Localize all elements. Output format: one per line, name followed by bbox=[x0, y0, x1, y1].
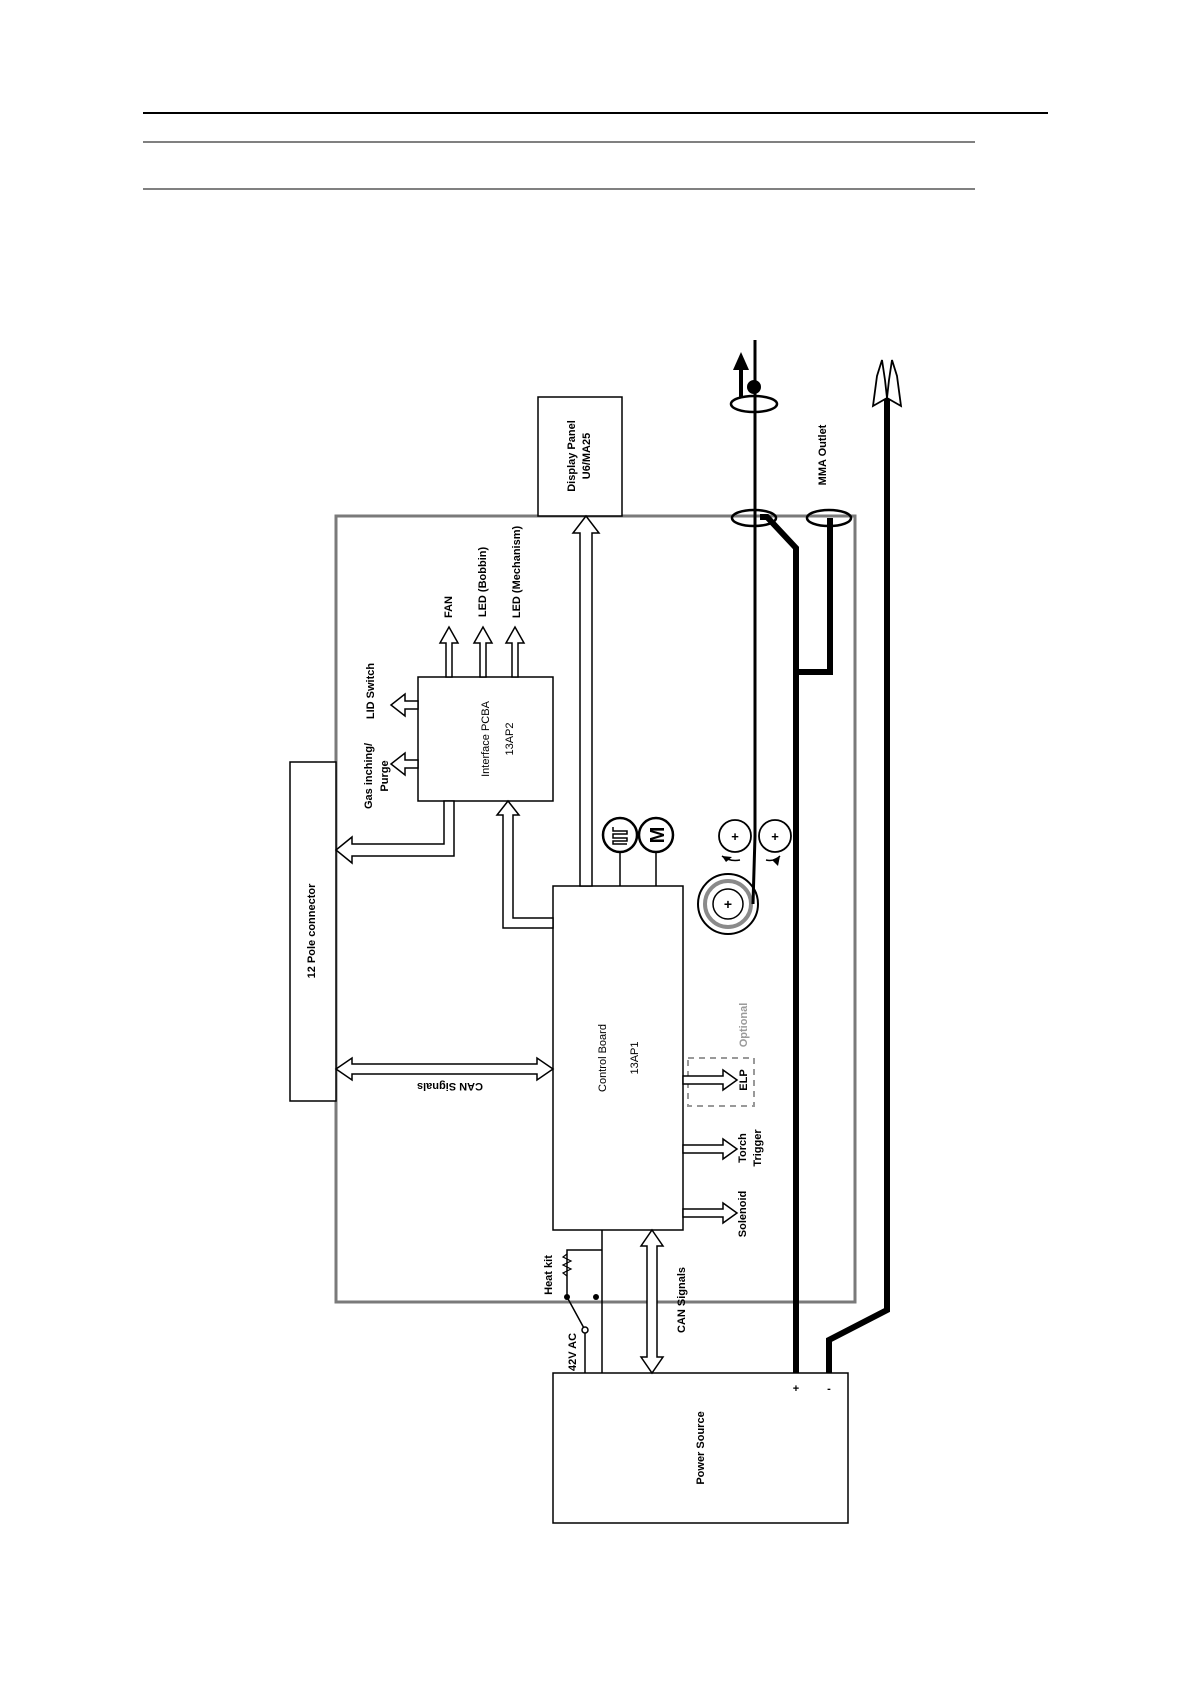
wire-spool-icon: + bbox=[698, 874, 758, 934]
solenoid-label: Solenoid bbox=[737, 1191, 749, 1237]
elp-label: ELP bbox=[738, 1069, 750, 1090]
lid-switch-label: LID Switch bbox=[365, 663, 377, 720]
motor-icon: M bbox=[639, 818, 673, 852]
mma-branch bbox=[796, 518, 830, 672]
wire-outlet-arrow bbox=[733, 352, 749, 398]
minus-terminal: - bbox=[827, 1383, 831, 1395]
interface-pcba-id: 13AP2 bbox=[504, 722, 516, 755]
connector-label: 12 Pole connector bbox=[306, 883, 318, 978]
led-mechanism-label: LED (Mechanism) bbox=[511, 526, 523, 619]
power-source-label: Power Source bbox=[695, 1411, 707, 1484]
mma-outlet-label: MMA Outlet bbox=[817, 424, 829, 485]
cb-outputs-right bbox=[683, 1070, 737, 1223]
display-panel-block bbox=[538, 397, 622, 516]
gas-inching-label: Gas inching/ bbox=[363, 743, 375, 809]
positive-cable bbox=[760, 517, 796, 1373]
plus-terminal: + bbox=[793, 1383, 799, 1395]
heat-kit-label: Heat kit bbox=[543, 1255, 555, 1295]
switch-contact bbox=[582, 1327, 588, 1333]
interface-to-connector-link bbox=[336, 801, 454, 863]
control-board-id: 13AP1 bbox=[629, 1041, 641, 1074]
motor-symbol: M bbox=[647, 827, 669, 844]
can-bus-top bbox=[336, 1058, 553, 1080]
can-signals-bottom: CAN Signals bbox=[676, 1267, 688, 1333]
svg-text:+: + bbox=[724, 896, 732, 912]
interface-outputs-up bbox=[440, 627, 524, 677]
can-signals-top: CAN Signals bbox=[417, 1080, 483, 1092]
cb-to-display-link bbox=[573, 516, 599, 886]
display-panel-id: U6/MA25 bbox=[581, 433, 593, 479]
wire-path bbox=[753, 340, 755, 904]
control-board-block bbox=[553, 886, 683, 1230]
heat-kit-node bbox=[593, 1294, 599, 1300]
voltage-label: 42V AC bbox=[567, 1333, 579, 1371]
optional-label: Optional bbox=[738, 1003, 750, 1048]
negative-cable bbox=[829, 398, 887, 1373]
cb-to-interface-link bbox=[497, 801, 553, 928]
encoder-icon bbox=[603, 818, 637, 852]
control-board-label: Control Board bbox=[597, 1024, 609, 1092]
wire-junction bbox=[747, 380, 761, 394]
interface-pcba-label: Interface PCBA bbox=[480, 700, 492, 776]
led-bobbin-label: LED (Bobbin) bbox=[477, 547, 489, 618]
svg-text:+: + bbox=[771, 829, 779, 844]
trigger-label: Trigger bbox=[752, 1129, 764, 1167]
fan-label: FAN bbox=[443, 596, 455, 618]
svg-text:+: + bbox=[731, 829, 739, 844]
torch-label: Torch bbox=[737, 1133, 749, 1163]
heat-kit-wire bbox=[567, 1250, 602, 1254]
gas-purge-label: Purge bbox=[379, 760, 391, 791]
display-panel-label: Display Panel bbox=[566, 420, 578, 492]
interface-outputs-left bbox=[391, 694, 418, 775]
